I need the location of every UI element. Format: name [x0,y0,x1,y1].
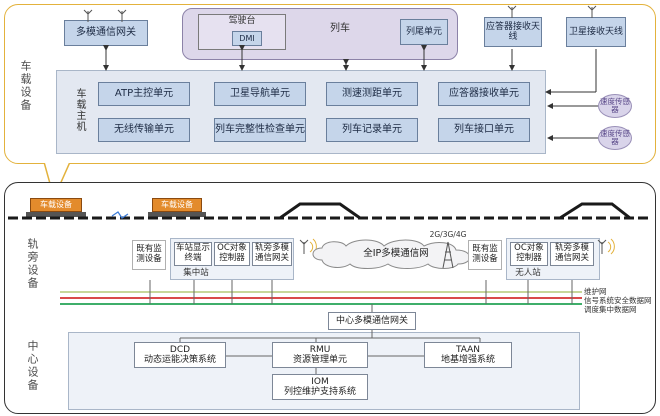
taan-box: TAAN 地基增强系统 [424,342,512,368]
cell-tower-icon [442,241,454,269]
train-2-base [148,212,206,217]
train-record-unit: 列车记录单元 [326,118,418,142]
dmi-box: DMI [232,31,262,46]
speed-sensor-1: 速度传感器 [598,94,632,118]
bus-legend-dispatch: 调度集中数据网 [584,305,637,314]
atp-main-unit: ATP主控单元 [98,82,190,106]
unmanned-station-caption: 无人站 [515,267,541,278]
oc-controller-right: OC对象控制器 [510,242,548,266]
speed-distance-unit: 测速测距单元 [326,82,418,106]
dcd-box: DCD 动态运能决策系统 [134,342,226,368]
balise-antenna-box: 应答器接收天线 [484,17,542,47]
sat-nav-unit: 卫星导航单元 [214,82,306,106]
network-tag: 2G/3G/4G [429,229,467,239]
center-lines [179,330,481,374]
center-gateway-box: 中心多模通信网关 [328,312,416,330]
taan-title: TAAN [455,344,481,355]
host-label: 车载主机 [74,88,85,132]
taan-name: 地基增强系统 [440,355,495,365]
network-cloud [312,239,471,269]
rmu-name: 资源管理单元 [292,355,347,365]
network-label: 全IP多模通信网 [363,247,429,259]
railway-track [8,202,648,220]
iom-box: IOM 列控维护支持系统 [272,374,368,400]
antenna-icon [597,238,615,255]
train-1: 车载设备 [30,198,82,212]
onboard-arrows [103,45,598,141]
existing-monitor-right: 既有监测设备 [468,240,502,270]
antenna-icon [507,5,597,18]
onboard-callout [40,162,80,201]
antenna-icon [83,9,127,22]
iom-name: 列控维护支持系统 [283,387,356,397]
integrity-check-unit: 列车完整性检查单元 [214,118,306,142]
rmu-box: RMU 资源管理单元 [272,342,368,368]
balise-receive-unit: 应答器接收单元 [438,82,530,106]
rmu-title: RMU [309,344,331,355]
train-interface-unit: 列车接口单元 [438,118,530,142]
sat-antenna-box: 卫星接收天线 [566,17,626,47]
speed-sensor-2: 速度传感器 [598,126,632,150]
dcd-name: 动态运能决策系统 [143,355,216,365]
iom-title: IOM [311,376,329,387]
oc-controller-left: OC对象控制器 [214,242,250,266]
bus-legend-maintenance: 维护网 [584,287,607,296]
center-section-label: 中心设备 [26,340,39,392]
bus-legend-safety: 信号系统安全数据网 [584,296,652,305]
trackside-gateway-right: 轨旁多模通信网关 [550,242,594,266]
train-1-base [26,212,86,217]
dcd-title: DCD [169,344,191,355]
cab-label: 驾驶台 [228,15,256,26]
trackside-section-label: 轨旁设备 [26,238,39,290]
trackside-gateway-left: 轨旁多模通信网关 [252,242,292,266]
wireless-unit: 无线传输单元 [98,118,190,142]
existing-monitor-left: 既有监测设备 [132,240,166,270]
central-station-caption: 集中站 [183,267,209,278]
train-2: 车载设备 [152,198,202,212]
onboard-section-label: 车载设备 [19,60,32,112]
train-label: 列车 [330,23,350,35]
tail-unit-box: 列尾单元 [400,19,448,45]
station-terminal: 车站显示终端 [174,242,212,266]
bus-lines [60,280,582,314]
multi-gateway-box: 多模通信网关 [64,20,148,46]
